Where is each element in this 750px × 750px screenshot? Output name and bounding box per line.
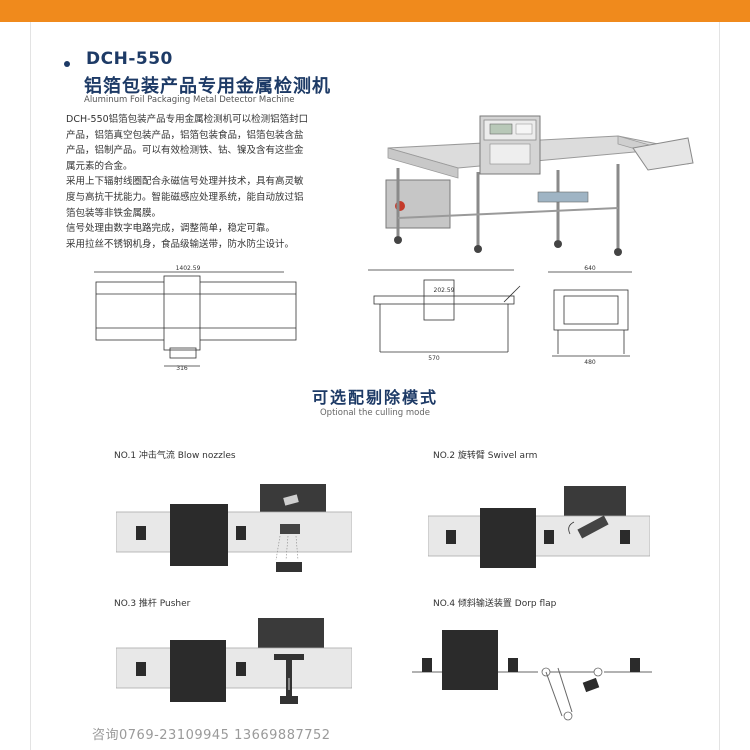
detector-head <box>170 640 226 702</box>
description-line: 采用上下辐射线圈配合永磁信号处理并技术，具有高灵敏 <box>66 176 304 188</box>
blow-nozzle <box>276 562 302 572</box>
description-line: DCH-550铝箔包装产品专用金属检测机可以检测铝箔封口 <box>66 114 309 125</box>
model-number: DCH-550 <box>86 49 173 69</box>
mode-label-drop-flap: NO.4 倾斜输送装置 Dorp flap <box>433 599 557 609</box>
detector-head <box>170 504 228 566</box>
front-dim-2: 570 <box>428 355 440 362</box>
conveyor-belt <box>116 647 352 689</box>
top-accent-bar <box>0 0 750 22</box>
diagram-drop-flap <box>412 630 652 721</box>
top-width-dim: 1402.59 <box>176 265 201 272</box>
mode-label-blow-nozzles: NO.1 冲击气流 Blow nozzles <box>114 451 236 461</box>
description-line: 箔包装等非铁金属膜。 <box>66 207 162 219</box>
front-view-drawing <box>368 269 521 353</box>
culling-subtitle: Optional the culling mode <box>319 408 431 418</box>
description-line: 属元素的合金。 <box>66 160 133 172</box>
side-dim-1: 640 <box>584 265 596 272</box>
description-line: 产品，铝箔真空包装产品，铝箔包装食品，铝箔包装含盐 <box>66 129 304 141</box>
conveyor-belt <box>116 511 352 553</box>
description-line: 度与高抗干扰能力。智能磁感应处理系统，能自动放过铝 <box>66 191 304 203</box>
side-view-drawing <box>548 271 632 357</box>
swivel-arm <box>577 515 609 539</box>
bullet-dot <box>64 61 70 67</box>
conveyor-belt <box>428 515 650 557</box>
product-description: DCH-550铝箔包装产品专用金属检测机可以检测铝箔封口 产品，铝箔真空包装产品… <box>66 112 366 252</box>
top-view-drawing <box>94 271 297 367</box>
product-title-cn: 铝箔包装产品专用金属检测机 <box>84 76 331 97</box>
contact-phone-watermark: 咨询0769-23109945 13669887752 <box>92 728 331 743</box>
reject-bin <box>564 486 626 518</box>
diagram-blow-nozzles <box>116 484 352 572</box>
description-line: 采用拉丝不锈钢机身，食品级输送带，防水防尘设计。 <box>66 238 295 250</box>
detector-head <box>480 508 536 568</box>
description-line: 产品，铝制产品。可以有效检测铁、钴、镍及含有这些金 <box>66 145 304 157</box>
bottom-width-dim: 316 <box>176 365 188 372</box>
description-line: 信号处理由数字电路完成，调整简单，稳定可靠。 <box>66 223 276 235</box>
diagram-swivel-arm <box>428 486 650 568</box>
front-dim-1: 202.59 <box>434 287 455 294</box>
pusher-plate <box>274 654 304 660</box>
diagram-pusher <box>116 618 352 704</box>
reject-bin <box>258 618 324 650</box>
detector-head <box>442 630 498 690</box>
machine-photo <box>385 115 694 256</box>
technical-drawings: 1402.59 316 202.59 570 640 480 <box>94 265 632 372</box>
mode-label-swivel-arm: NO.2 旋转臂 Swivel arm <box>433 451 538 461</box>
side-dim-2: 480 <box>584 359 596 366</box>
mode-label-pusher: NO.3 推杆 Pusher <box>114 599 191 609</box>
product-title-en: Aluminum Foil Packaging Metal Detector M… <box>84 95 295 105</box>
page-frame <box>30 22 720 750</box>
culling-title: 可选配剔除模式 <box>311 388 438 407</box>
drop-flap <box>545 671 563 717</box>
